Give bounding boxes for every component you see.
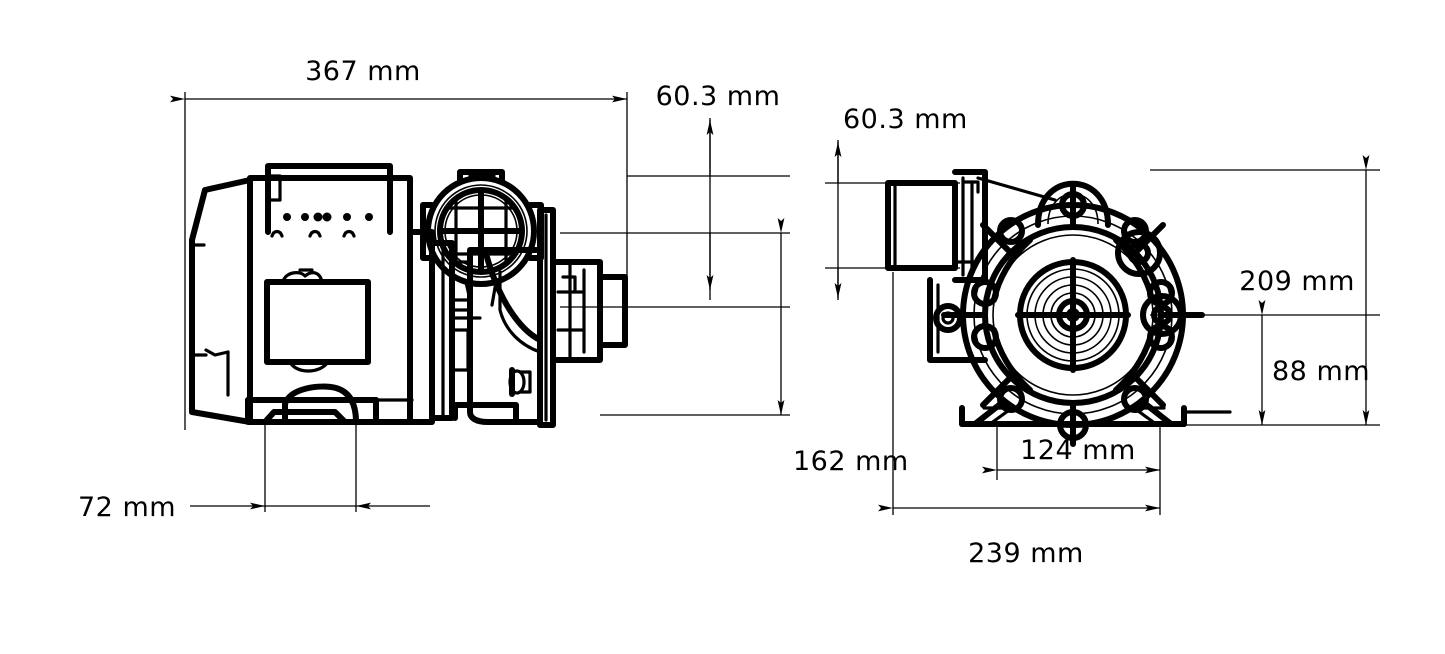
side-view-extension-lines — [184, 92, 790, 512]
dimension-end-overall-height: 209 mm — [1239, 155, 1370, 425]
suction-union-nut — [420, 169, 544, 307]
side-view-group: 367 mm 60.3 mm 162 mm 72 mm — [78, 56, 909, 523]
motor-face — [941, 180, 1205, 447]
dimension-end-overall-width: 239 mm — [878, 504, 1160, 569]
mounting-base-end — [959, 405, 1232, 427]
motor-shaft-hub — [1015, 257, 1131, 373]
motor-face-threaded-bosses — [1115, 229, 1184, 337]
dimension-side-port-offset: 60.3 mm — [656, 81, 781, 300]
discharge-port — [550, 259, 628, 363]
dimension-end-port-offset-label: 60.3 mm — [843, 104, 968, 135]
dimension-overall-length-label: 367 mm — [305, 56, 421, 87]
end-view-group: 60.3 mm 209 mm 88 mm 124 mm 239 mm — [825, 104, 1380, 569]
lifting-handle — [1035, 180, 1111, 228]
dimension-shaft-height: 88 mm — [1258, 300, 1370, 425]
dimension-end-overall-width-label: 239 mm — [968, 538, 1084, 569]
dimension-end-overall-height-label: 209 mm — [1239, 266, 1355, 297]
dimension-overall-height-label: 162 mm — [793, 446, 909, 477]
motor-body — [247, 163, 413, 425]
suction-grate — [439, 189, 523, 273]
dimension-foot-width-label: 72 mm — [78, 492, 176, 523]
motor-vent-holes — [283, 212, 373, 222]
dimension-overall-height: 162 mm — [777, 218, 909, 477]
motor-end-cap — [189, 177, 253, 425]
dimension-foot-bolt-spacing: 124 mm — [982, 435, 1160, 474]
dimension-shaft-height-label: 88 mm — [1272, 356, 1370, 387]
dimension-foot-width: 72 mm — [78, 492, 430, 523]
dimension-end-port-offset: 60.3 mm — [834, 104, 968, 300]
drain-plug — [508, 367, 532, 397]
dimension-overall-length: 367 mm — [170, 56, 627, 103]
dimension-side-port-offset-label: 60.3 mm — [656, 81, 781, 112]
mounting-base-side — [245, 397, 414, 425]
